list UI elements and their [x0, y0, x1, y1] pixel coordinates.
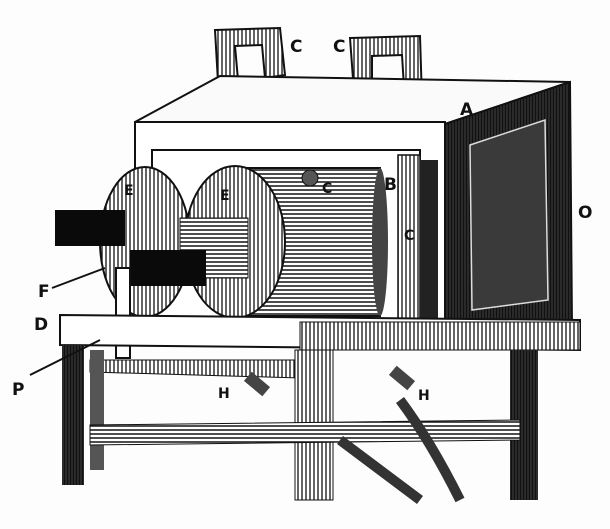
side-panel-inset — [469, 118, 549, 311]
drum-knob — [301, 169, 319, 187]
rear-bar — [55, 210, 125, 246]
label-handle-left: C — [290, 37, 302, 57]
label-frame-side: C — [404, 228, 414, 244]
label-disc-rear: E — [124, 183, 134, 199]
label-pointer: F — [38, 282, 50, 302]
clamp-left — [243, 371, 271, 397]
table — [59, 313, 581, 504]
label-handle-right: C — [333, 37, 345, 57]
front-bar — [130, 250, 206, 286]
label-post: P — [12, 380, 24, 400]
handle-left — [213, 26, 287, 84]
label-clamp-left: H — [218, 386, 230, 402]
label-drum-mark: C — [322, 181, 332, 197]
clamp-right — [388, 365, 416, 391]
label-clamp-right: H — [418, 388, 430, 404]
label-side-panel: O — [578, 203, 592, 223]
label-table: D — [34, 315, 48, 335]
cord-left — [337, 435, 424, 504]
disc-front — [179, 165, 286, 319]
label-disc-front: E — [220, 188, 230, 204]
label-box: A — [460, 100, 474, 120]
cord-right — [395, 397, 465, 503]
label-frame: B — [384, 175, 397, 195]
